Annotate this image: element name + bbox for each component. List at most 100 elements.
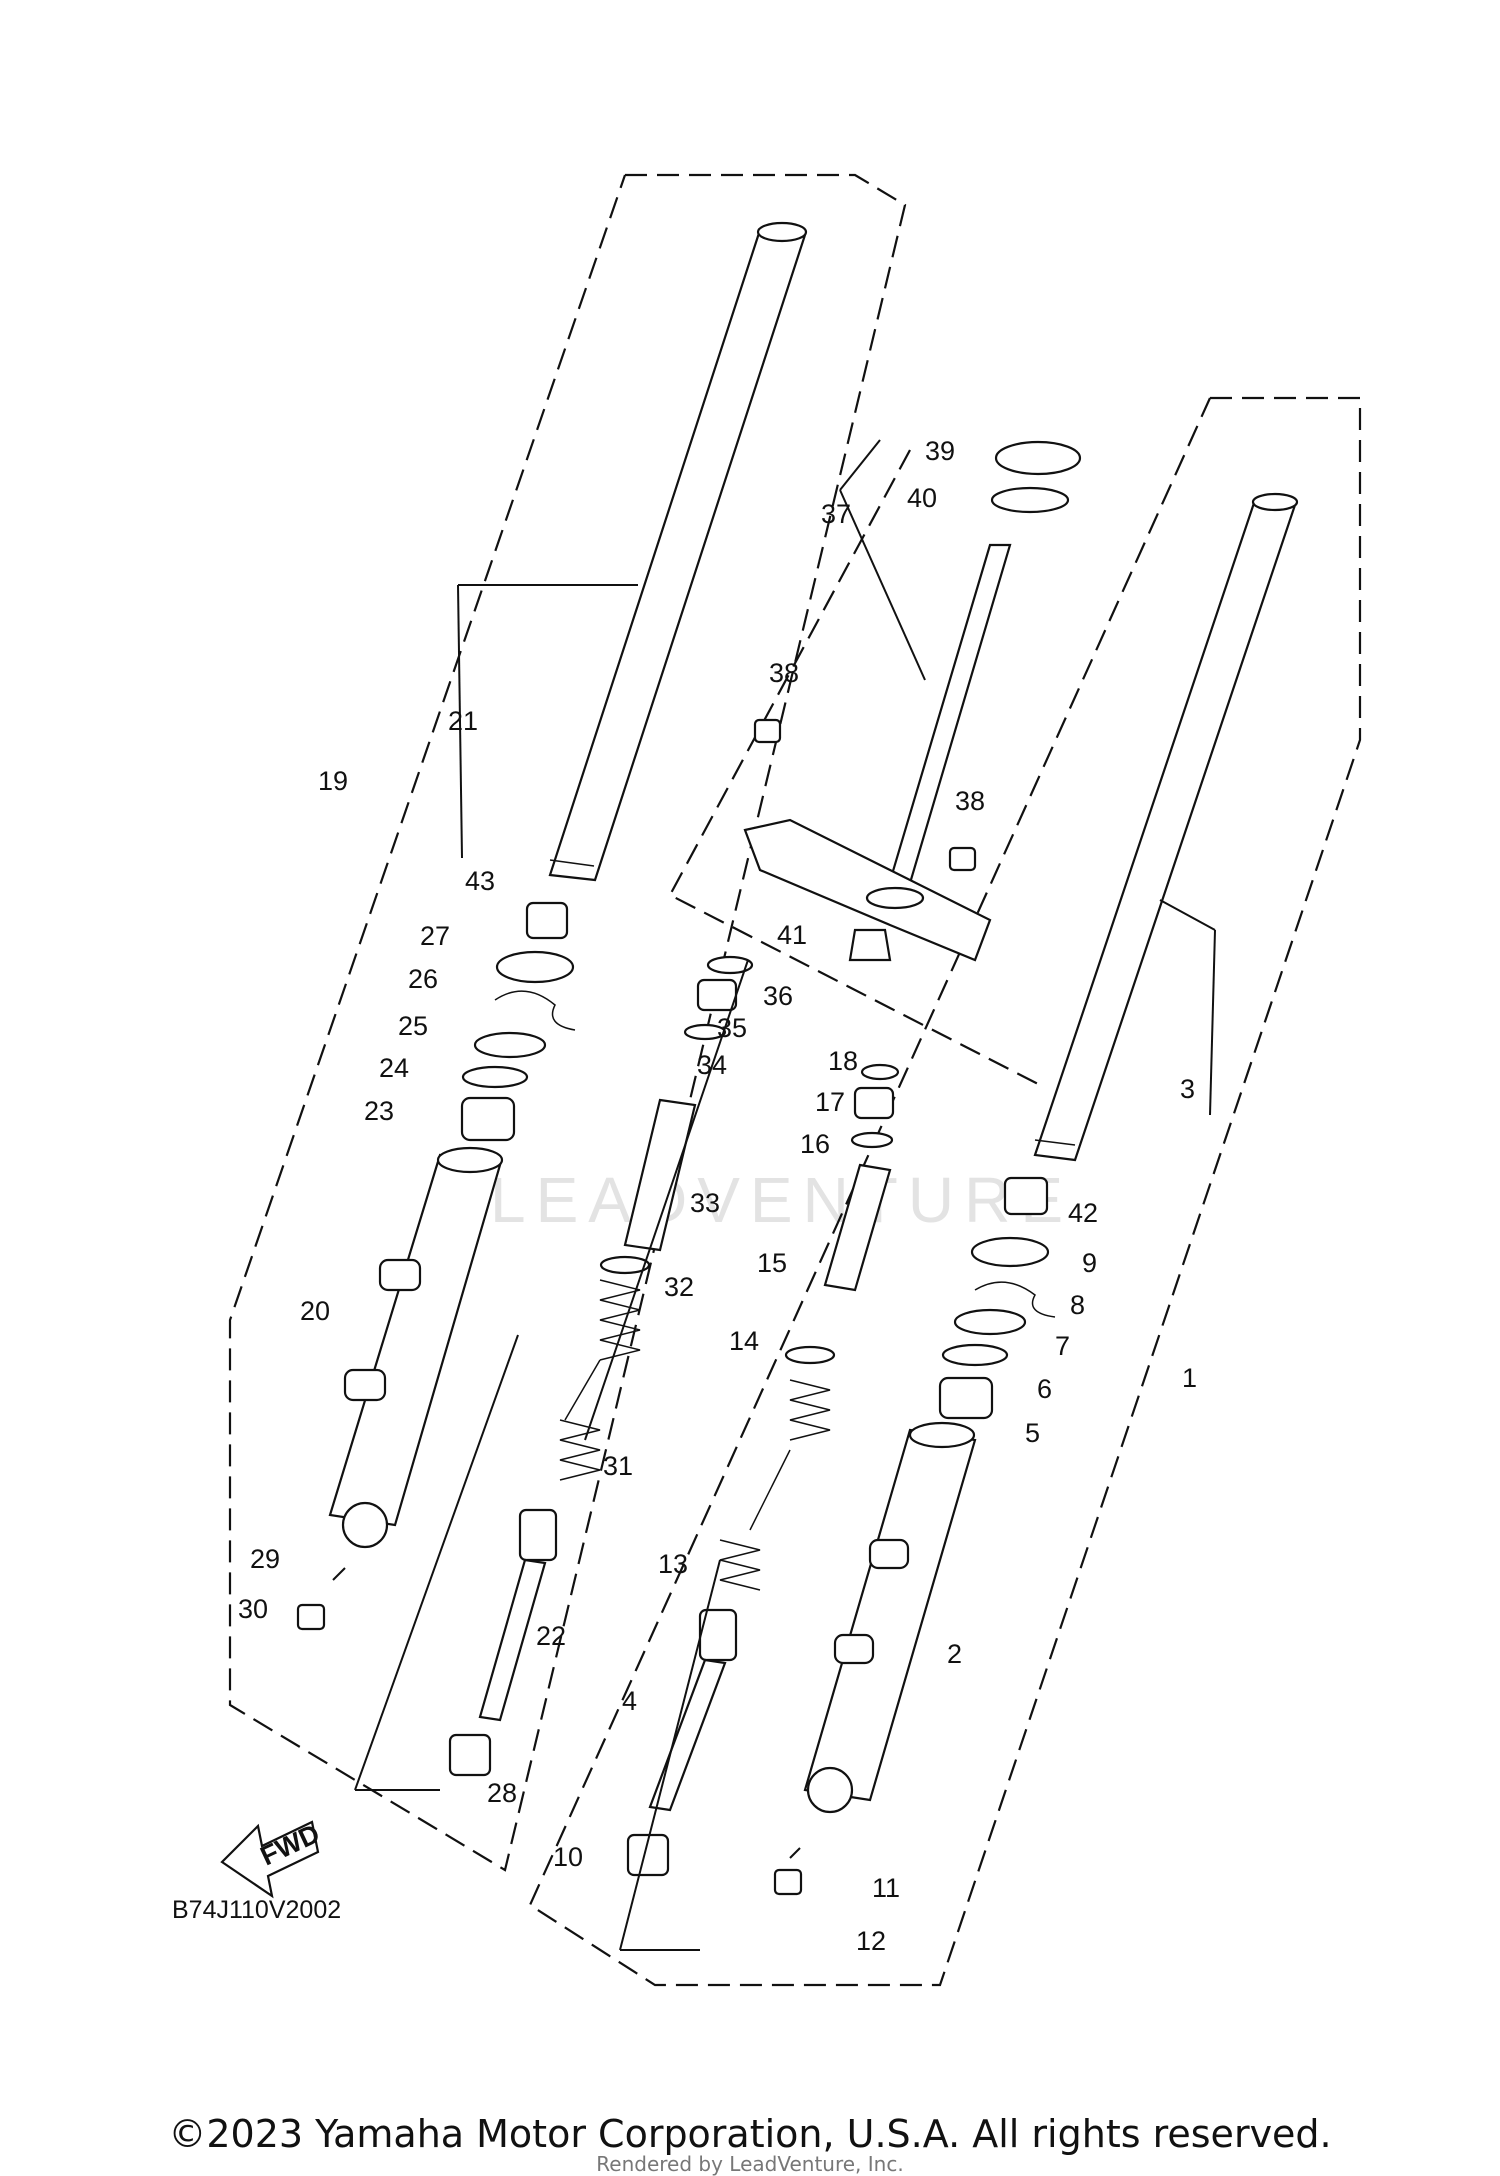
part-38a-bolt <box>753 718 782 744</box>
watermark-text: LEADVENTURE <box>490 1164 1073 1236</box>
callout-8: 8 <box>1070 1290 1085 1320</box>
part-35-cap-bolt <box>696 978 738 1012</box>
part-36-cap <box>706 955 754 975</box>
part-22-damper-rod <box>478 1508 558 1722</box>
callout-33: 33 <box>690 1188 720 1218</box>
callout-36: 36 <box>763 981 793 1011</box>
part-42-bushing <box>1003 1176 1049 1216</box>
callout-4: 4 <box>622 1686 637 1716</box>
callout-30: 30 <box>238 1594 268 1624</box>
callout-25: 25 <box>398 1011 428 1041</box>
right-outer-tube <box>803 1421 977 1814</box>
left-outer-tube <box>328 1146 504 1549</box>
right-fork-boundary <box>528 396 1362 1987</box>
callout-15: 15 <box>757 1248 787 1278</box>
part-6-washer <box>941 1343 1009 1367</box>
callout-14: 14 <box>729 1326 759 1356</box>
callout-27: 27 <box>420 921 450 951</box>
stem-boundary <box>668 449 1041 1086</box>
callout-18: 18 <box>828 1046 858 1076</box>
callout-1: 1 <box>1182 1363 1197 1393</box>
part-38b-bolt <box>948 846 977 872</box>
part-3-leader <box>1159 899 1216 931</box>
part-27-dust-seal <box>495 950 575 984</box>
callout-38b: 38 <box>955 786 985 816</box>
part-37-leader-top <box>839 439 881 491</box>
part-24-washer <box>461 1065 529 1089</box>
callout-11: 11 <box>872 1873 900 1903</box>
callout-19: 19 <box>318 766 348 796</box>
part-16-oring <box>850 1131 894 1149</box>
part-11-leader <box>789 1847 801 1859</box>
part-17-cap-bolt <box>853 1086 895 1120</box>
callout-32: 32 <box>664 1272 694 1302</box>
callouts: 1 2 3 4 5 6 7 8 9 10 11 12 13 14 15 16 1… <box>238 436 1197 1956</box>
part-29-leader <box>332 1567 346 1581</box>
callout-41: 41 <box>777 920 807 950</box>
callout-3: 3 <box>1180 1074 1195 1104</box>
callout-29: 29 <box>250 1544 280 1574</box>
callout-39: 39 <box>925 436 955 466</box>
callout-5: 5 <box>1025 1418 1040 1448</box>
callout-38a: 38 <box>769 658 799 688</box>
callout-7: 7 <box>1055 1331 1070 1361</box>
part-9-dust-seal <box>970 1236 1050 1268</box>
right-inner-tube <box>1033 492 1299 1162</box>
part-34-oring <box>683 1023 727 1041</box>
callout-40: 40 <box>907 483 937 513</box>
callout-22: 22 <box>536 1621 566 1651</box>
part-31-spring <box>559 1279 641 1481</box>
part-28-lock <box>448 1733 492 1777</box>
part-41-nut <box>848 928 892 962</box>
part-25-oil-seal <box>473 1031 547 1059</box>
left-inner-tube <box>457 221 808 882</box>
callout-37: 37 <box>821 499 851 529</box>
part-15-spacer <box>823 1163 892 1292</box>
part-13-spring <box>719 1379 831 1591</box>
part-5-bushing <box>938 1376 994 1420</box>
left-frame-line <box>354 1334 519 1791</box>
callout-31: 31 <box>603 1451 633 1481</box>
part-43-bushing <box>525 901 569 940</box>
part-37-steering-stem <box>743 543 1012 962</box>
diagram-code: B74J110V2002 <box>172 1896 341 1924</box>
center-frame-line <box>584 959 749 1441</box>
part-7-oil-seal <box>953 1308 1027 1336</box>
part-4-damper-rod <box>648 1608 738 1812</box>
part-30-bolt <box>296 1603 326 1631</box>
center-frame-line-2 <box>619 1559 721 1951</box>
callout-42: 42 <box>1068 1198 1098 1228</box>
part-14-washer <box>784 1345 836 1365</box>
part-8-clip <box>974 1281 1056 1318</box>
copyright-text: ©2023 Yamaha Motor Corporation, U.S.A. A… <box>168 2112 1332 2156</box>
callout-26: 26 <box>408 964 438 994</box>
callout-23: 23 <box>364 1096 394 1126</box>
callout-10: 10 <box>553 1842 583 1872</box>
part-39-bearing-cover <box>994 440 1082 476</box>
callout-17: 17 <box>815 1087 845 1117</box>
callout-34: 34 <box>697 1050 727 1080</box>
part-37-leader <box>839 489 926 681</box>
callout-43: 43 <box>465 866 495 896</box>
callout-2: 2 <box>947 1639 962 1669</box>
callout-12: 12 <box>856 1926 886 1956</box>
forward-arrow-icon: FWD <box>220 1818 324 1899</box>
callout-35: 35 <box>717 1013 747 1043</box>
part-32-washer <box>599 1255 651 1275</box>
callout-21: 21 <box>448 706 478 736</box>
rendered-by-text: Rendered by LeadVenture, Inc. <box>596 2152 904 2176</box>
callout-20: 20 <box>300 1296 330 1326</box>
callout-28: 28 <box>487 1778 517 1808</box>
part-33-spacer <box>623 1098 697 1252</box>
part-23-bushing <box>460 1096 516 1142</box>
part-26-clip <box>494 990 576 1031</box>
callout-6: 6 <box>1037 1374 1052 1404</box>
left-fork-boundary <box>228 173 907 1872</box>
callout-13: 13 <box>658 1549 688 1579</box>
callout-9: 9 <box>1082 1248 1097 1278</box>
part-12-bolt <box>773 1868 803 1896</box>
part-10-lock <box>626 1833 670 1877</box>
callout-24: 24 <box>379 1053 409 1083</box>
part-3-leader-2 <box>1209 929 1216 1116</box>
